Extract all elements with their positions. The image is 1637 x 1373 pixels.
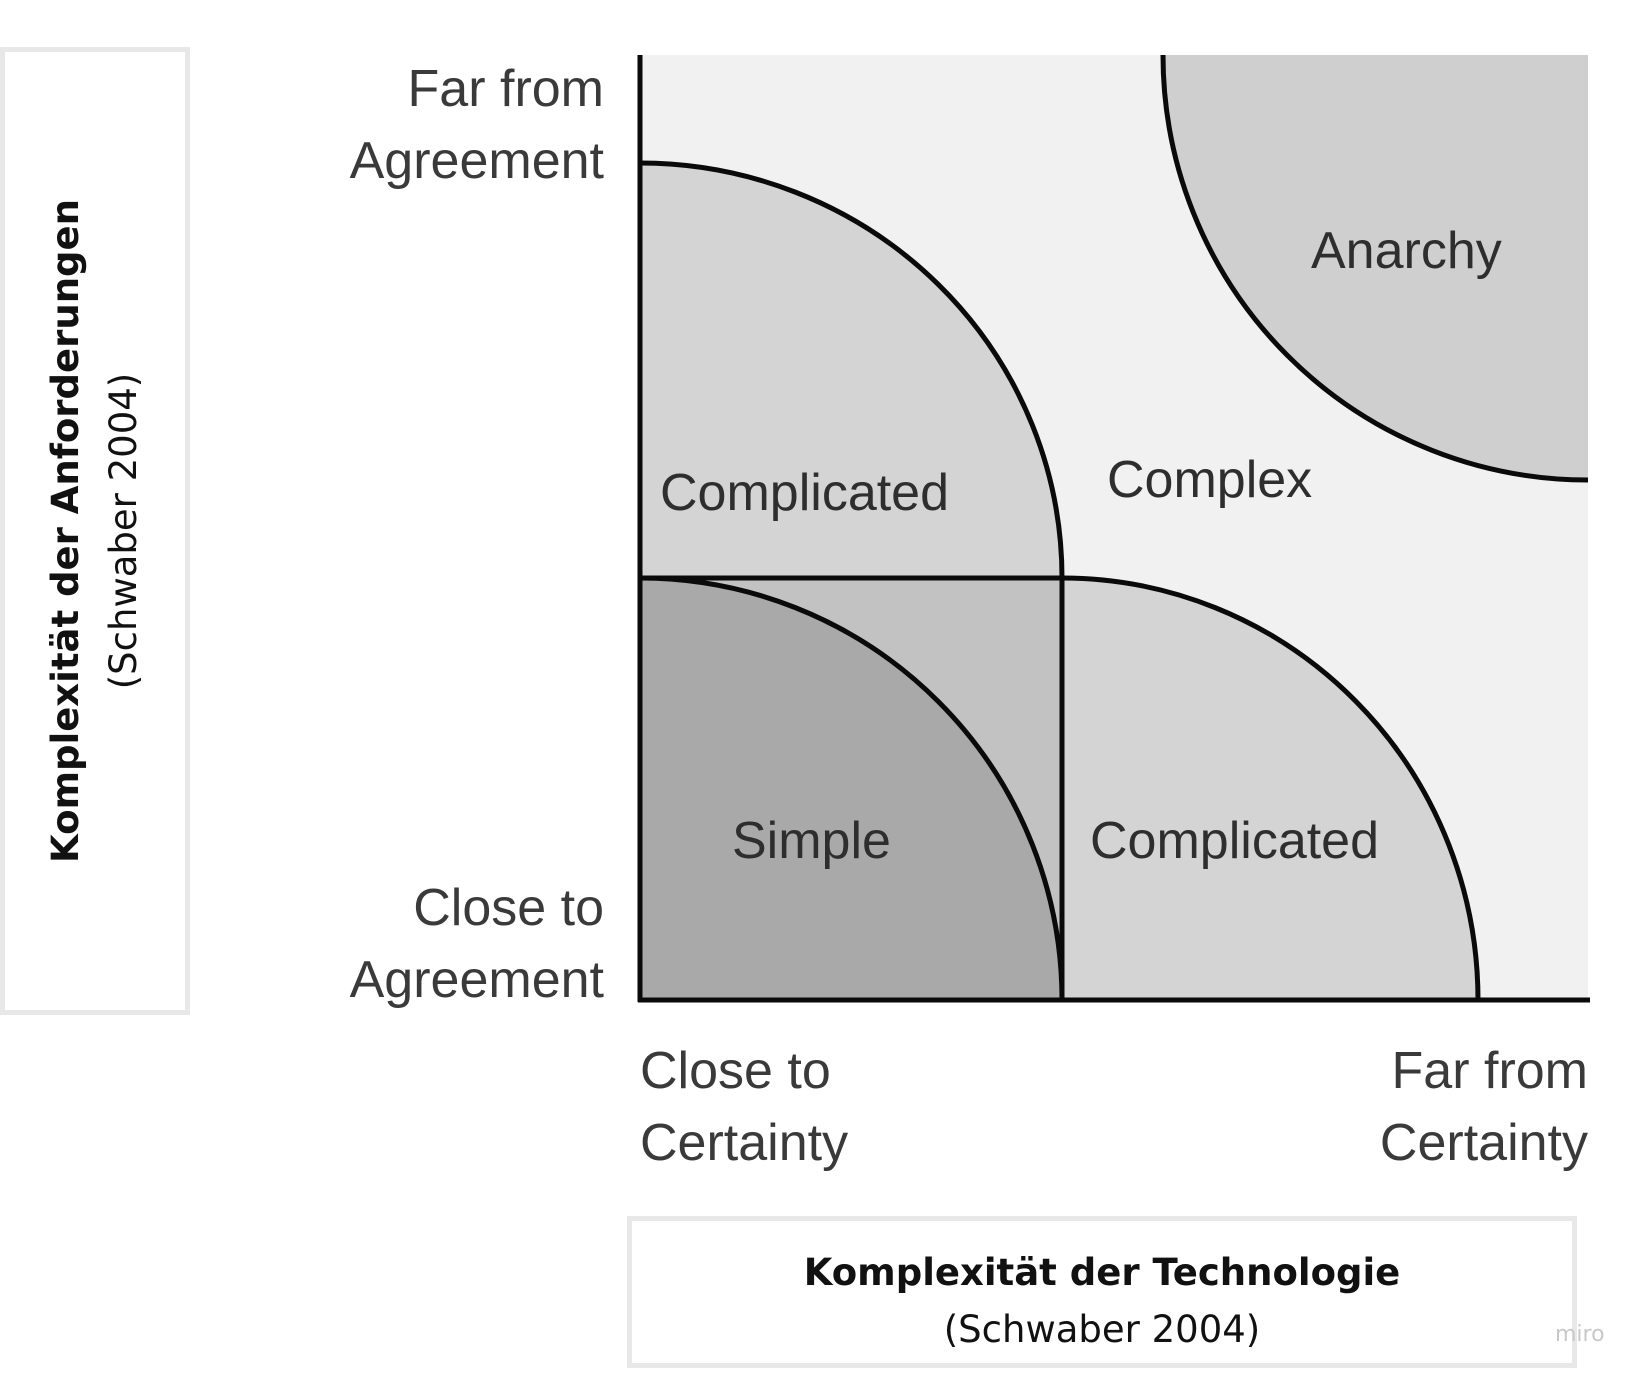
complicated-top-arc bbox=[639, 160, 1065, 579]
x-axis-right-label-line1: Far from bbox=[1392, 1042, 1588, 1100]
region-label-anarchy: Anarchy bbox=[1311, 222, 1502, 280]
y-axis-source: (Schwaber 2004) bbox=[102, 372, 145, 690]
y-axis-top-label-line1: Far from bbox=[408, 60, 604, 118]
complicated-right-region bbox=[1062, 578, 1478, 1000]
y-axis-title: Komplexität der Anforderungen bbox=[44, 199, 87, 863]
region-label-complicated-top: Complicated bbox=[660, 464, 949, 522]
anarchy-boundary-arc bbox=[1160, 54, 1589, 483]
region-label-simple: Simple bbox=[732, 812, 891, 870]
region-label-complicated-right: Complicated bbox=[1090, 812, 1379, 870]
miro-watermark: miro bbox=[1555, 1322, 1605, 1347]
complicated-top-region bbox=[640, 163, 1062, 578]
simple-arc bbox=[639, 575, 1065, 1001]
simple-region bbox=[640, 578, 1062, 1000]
region-label-complex: Complex bbox=[1107, 451, 1312, 509]
x-axis-title-box: Komplexität der Technologie (Schwaber 20… bbox=[627, 1216, 1577, 1368]
y-axis-top-label-line2: Agreement bbox=[350, 132, 605, 190]
x-axis-right-label-line2: Certainty bbox=[1380, 1114, 1588, 1172]
complicated-right-arc bbox=[1061, 575, 1481, 1001]
x-axis-title: Komplexität der Technologie bbox=[803, 1251, 1401, 1294]
y-axis-title-box: Komplexität der Anforderungen (Schwaber … bbox=[0, 47, 190, 1015]
x-axis-left-label-line1: Close to bbox=[640, 1042, 831, 1100]
anarchy-region bbox=[1163, 55, 1588, 480]
y-axis-bottom-label-line1: Close to bbox=[413, 879, 604, 937]
y-axis-title-group: Komplexität der Anforderungen (Schwaber … bbox=[37, 81, 153, 981]
x-axis-left-label-line2: Certainty bbox=[640, 1114, 848, 1172]
y-axis-bottom-label-line2: Agreement bbox=[350, 951, 605, 1009]
x-axis-source: (Schwaber 2004) bbox=[943, 1308, 1261, 1351]
